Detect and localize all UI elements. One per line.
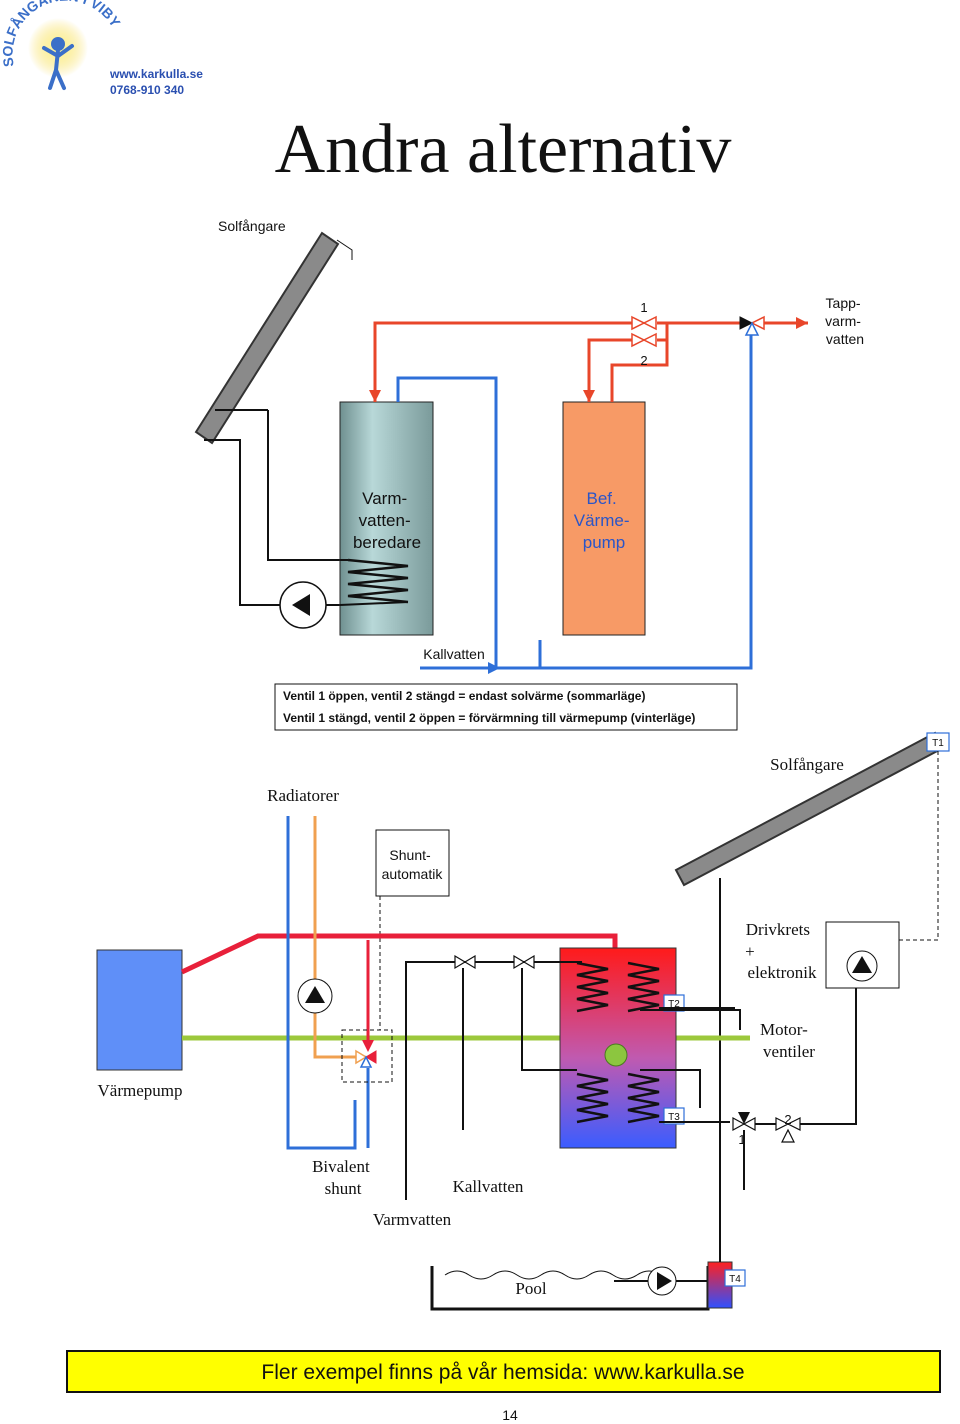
d1-hot-water-pipes [373,321,808,402]
d1-water-heater-label: Varm- vatten- beredare [353,489,421,552]
pump-icon [852,956,872,973]
page-number: 14 [502,1407,518,1423]
d2-shunt-controller-label: Shunt- automatik [382,847,444,882]
d1-mixing-valve [739,315,765,336]
pump-icon [657,1272,672,1290]
d2-heat-pump-label: Värmepump [98,1081,183,1100]
logo-website: www.karkulla.se [109,67,203,81]
d1-cold-water-label: Kallvatten [423,646,484,662]
pump-icon [305,986,325,1003]
d1-note-line-1: Ventil 1 öppen, ventil 2 stängd = endast… [283,689,645,703]
svg-text:1: 1 [640,300,647,315]
d1-circulation-pump [279,581,327,629]
svg-text:1: 1 [738,1132,745,1147]
d2-sensor-wire-t1 [880,751,939,941]
d1-collector-return-pipe [204,439,282,606]
d1-valve-2: 2 [631,332,657,368]
d2-hot-water-label: Varmvatten [373,1210,452,1229]
d1-mode-note-box [274,683,738,731]
footer-banner-text: Fler exempel finns på vår hemsida: www.k… [261,1361,744,1384]
d2-tank-coils [576,961,660,1124]
diagram-1-preheating: Solfångare Varm- vatten- beredare Bef. V… [194,218,865,731]
d2-shunt-controller [375,829,450,897]
d2-motor-valves-label: Motor- ventiler [760,1020,815,1061]
d2-bivalent-label: Bivalent shunt [312,1157,374,1198]
d1-collector-label: Solfångare [218,218,286,234]
logo: SOLFÅNGAREN I VIBY www.karkulla.se 0768-… [0,0,203,97]
d2-drive-label: Drivkrets + elektronik [745,920,817,982]
d2-solar-pump [846,950,878,982]
d1-tap-arrow-icon [796,317,808,329]
footer-banner [66,1350,941,1393]
d2-pool-pump [647,1266,677,1296]
svg-text:T4: T4 [729,1274,741,1285]
page-title: Andra alternativ [275,111,732,188]
d1-tap-water-label: Tapp- varm- vatten [825,295,865,347]
svg-text:T1: T1 [932,738,944,749]
d2-pool-label: Pool [515,1279,546,1298]
d1-heat-coil [347,558,409,604]
d1-valve-1: 1 [631,300,657,331]
d2-sensor-t3 [663,1107,685,1125]
d2-tap-valves [454,954,535,970]
d2-radiators-label: Radiatorer [267,786,339,805]
d1-collector-flow-pipe [267,410,340,561]
d2-heat-pump-unit [96,949,183,1071]
d2-shunt-valve [355,1049,377,1068]
svg-text:2: 2 [640,353,647,368]
d2-immersion-heater [604,1043,628,1067]
diagram-2-combined-system: Solfångare T1 Radiatorer Shunt- automati… [96,731,950,1311]
d2-sensor-t4 [724,1269,746,1287]
d2-cold-water-label: Kallvatten [453,1177,524,1196]
logo-phone: 0768-910 340 [110,83,184,97]
d1-heat-pump-tank [562,401,646,636]
d1-note-line-2: Ventil 1 stängd, ventil 2 öppen = förvär… [283,711,695,725]
d2-shunt-valve-box [341,1029,393,1083]
d1-heat-pump-label: Bef. Värme- pump [574,489,634,552]
d2-collector-label: Solfångare [770,755,844,774]
figure-icon [42,37,74,90]
d2-motor-valve-1: 1 [732,1112,756,1147]
svg-text:2: 2 [784,1112,791,1127]
d2-motor-valve-2: 2 [775,1112,801,1143]
pump-icon [292,594,310,616]
svg-text:T3: T3 [668,1112,680,1123]
d2-radiator-pump [297,978,333,1014]
svg-text:T2: T2 [668,999,680,1010]
